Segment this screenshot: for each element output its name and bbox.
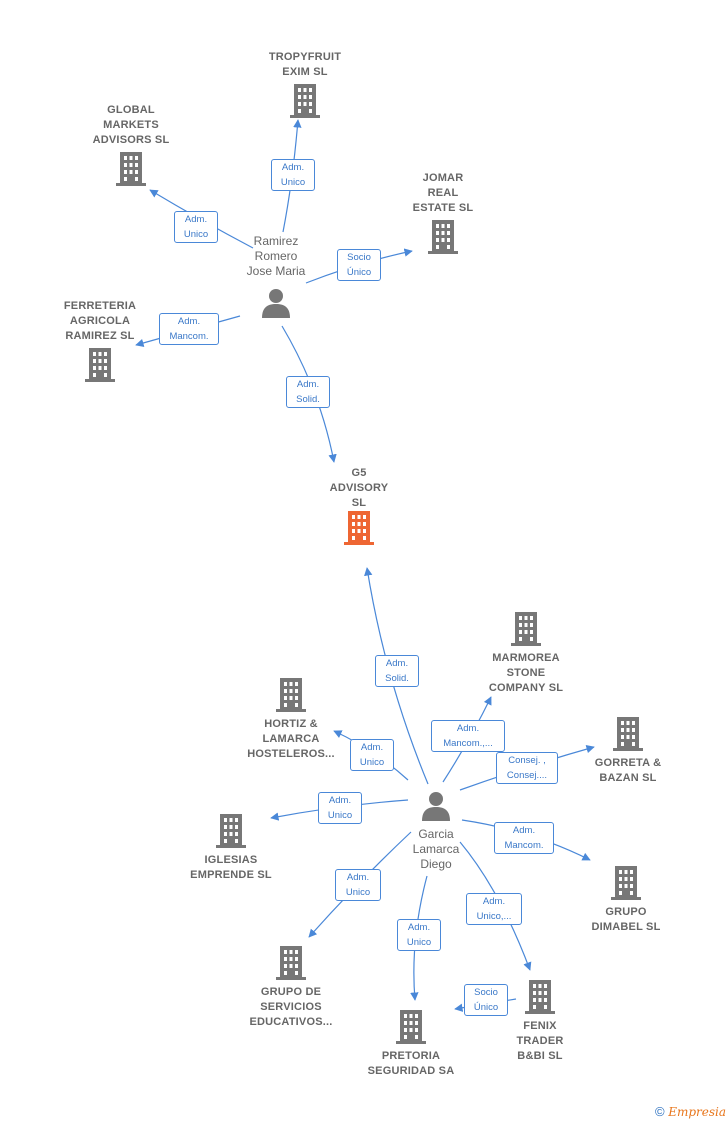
- building-icon: [396, 1010, 426, 1044]
- edge-label-g_pretoria[interactable]: Adm. Unico: [397, 919, 441, 951]
- building-icon: [611, 866, 641, 900]
- building-icon: [276, 946, 306, 980]
- edge-role-line: Consej. ,: [508, 755, 546, 766]
- edge-role-line: Adm.: [482, 896, 506, 907]
- building-icon: [511, 612, 541, 646]
- person-garcia-lamarca[interactable]: Garcia Lamarca Diego: [386, 790, 486, 872]
- edge-role-line: Adm.: [360, 742, 384, 753]
- edge-role-line: Solid.: [385, 673, 409, 684]
- edge-role-line: Mancom.,...: [443, 738, 493, 749]
- building-icon: [525, 980, 555, 1014]
- edge-role-line: Solid.: [296, 394, 320, 405]
- edge-role-line: Único: [473, 1002, 499, 1013]
- person-icon: [262, 289, 290, 318]
- edge-label-g_g5[interactable]: Adm. Solid.: [375, 655, 419, 687]
- company-name: GORRETA &BAZAN SL: [594, 757, 662, 784]
- building-icon: [216, 814, 246, 848]
- building-icon: [116, 152, 146, 186]
- edge-role-line: Unico,...: [476, 911, 512, 922]
- edge-label-g_hortiz[interactable]: Adm. Unico: [350, 739, 394, 771]
- edge-role-line: Unico: [183, 229, 209, 240]
- brand-logo: Empresia: [668, 1105, 726, 1119]
- edge-label-g_marmorea[interactable]: Adm. Mancom.,...: [431, 720, 505, 752]
- person-ramirez-romero[interactable]: Ramirez Romero Jose Maria: [226, 234, 326, 319]
- edge-role-line: Adm.: [177, 316, 201, 327]
- edge-role-line: Adm.: [296, 379, 320, 390]
- person-name: Ramirez Romero Jose Maria: [246, 234, 306, 278]
- edge-role-line: Mancom.: [169, 331, 209, 342]
- edge-role-line: Adm.: [385, 658, 409, 669]
- building-icon: [85, 348, 115, 382]
- footer-brand: © Empresia: [655, 1104, 726, 1119]
- edge-role-line: Unico: [345, 887, 371, 898]
- building-icon: [428, 220, 458, 254]
- edge-label-g_iglesias[interactable]: Adm. Unico: [318, 792, 362, 824]
- edge-role-line: Adm.: [281, 162, 305, 173]
- edge-role-line: Socio: [474, 987, 498, 998]
- edge-role-line: Unico: [280, 177, 306, 188]
- edge-role-line: Único: [346, 267, 372, 278]
- edge-role-line: Consej....: [506, 770, 548, 781]
- person-icon: [422, 792, 450, 821]
- edge-label-r_global[interactable]: Adm. Unico: [174, 211, 218, 243]
- person-name: Garcia Lamarca Diego: [412, 827, 460, 871]
- copyright-icon: ©: [654, 1104, 665, 1119]
- edge-label-g_dimabel[interactable]: Adm. Mancom.: [494, 822, 554, 854]
- building-icon: [613, 717, 643, 751]
- edge-role-line: Unico: [359, 757, 385, 768]
- edge-role-line: Mancom.: [504, 840, 544, 851]
- edge-role-line: Adm.: [328, 795, 352, 806]
- edge-label-g_servicios[interactable]: Adm. Unico: [335, 869, 381, 901]
- edge-role-line: Adm.: [512, 825, 536, 836]
- edge-role-line: Socio: [347, 252, 371, 263]
- company-g5-advisory[interactable]: G5 ADVISORY SL: [314, 466, 404, 545]
- edge-role-line: Unico: [406, 937, 432, 948]
- company-gorreta[interactable]: GORRETA &BAZAN SL: [563, 717, 693, 786]
- edge-label-r_tropyfruit[interactable]: Adm. Unico: [271, 159, 315, 191]
- company-name: G5 ADVISORY SL: [329, 467, 389, 509]
- edge-role-line: Adm.: [456, 723, 480, 734]
- edge-role-line: Adm.: [184, 214, 208, 225]
- edge-label-r_ferreteria[interactable]: Adm. Mancom.: [159, 313, 219, 345]
- edge-label-r_g5[interactable]: Adm. Solid.: [286, 376, 330, 408]
- building-icon: [290, 84, 320, 118]
- edge-label-g_fenix[interactable]: Adm. Unico,...: [466, 893, 522, 925]
- edge-label-g_gorreta[interactable]: Consej. , Consej....: [496, 752, 558, 784]
- building-icon: [344, 511, 374, 545]
- edge-role-line: Unico: [327, 810, 353, 821]
- edge-role-line: Adm.: [407, 922, 431, 933]
- building-icon: [276, 678, 306, 712]
- edge-role-line: Adm.: [346, 872, 370, 883]
